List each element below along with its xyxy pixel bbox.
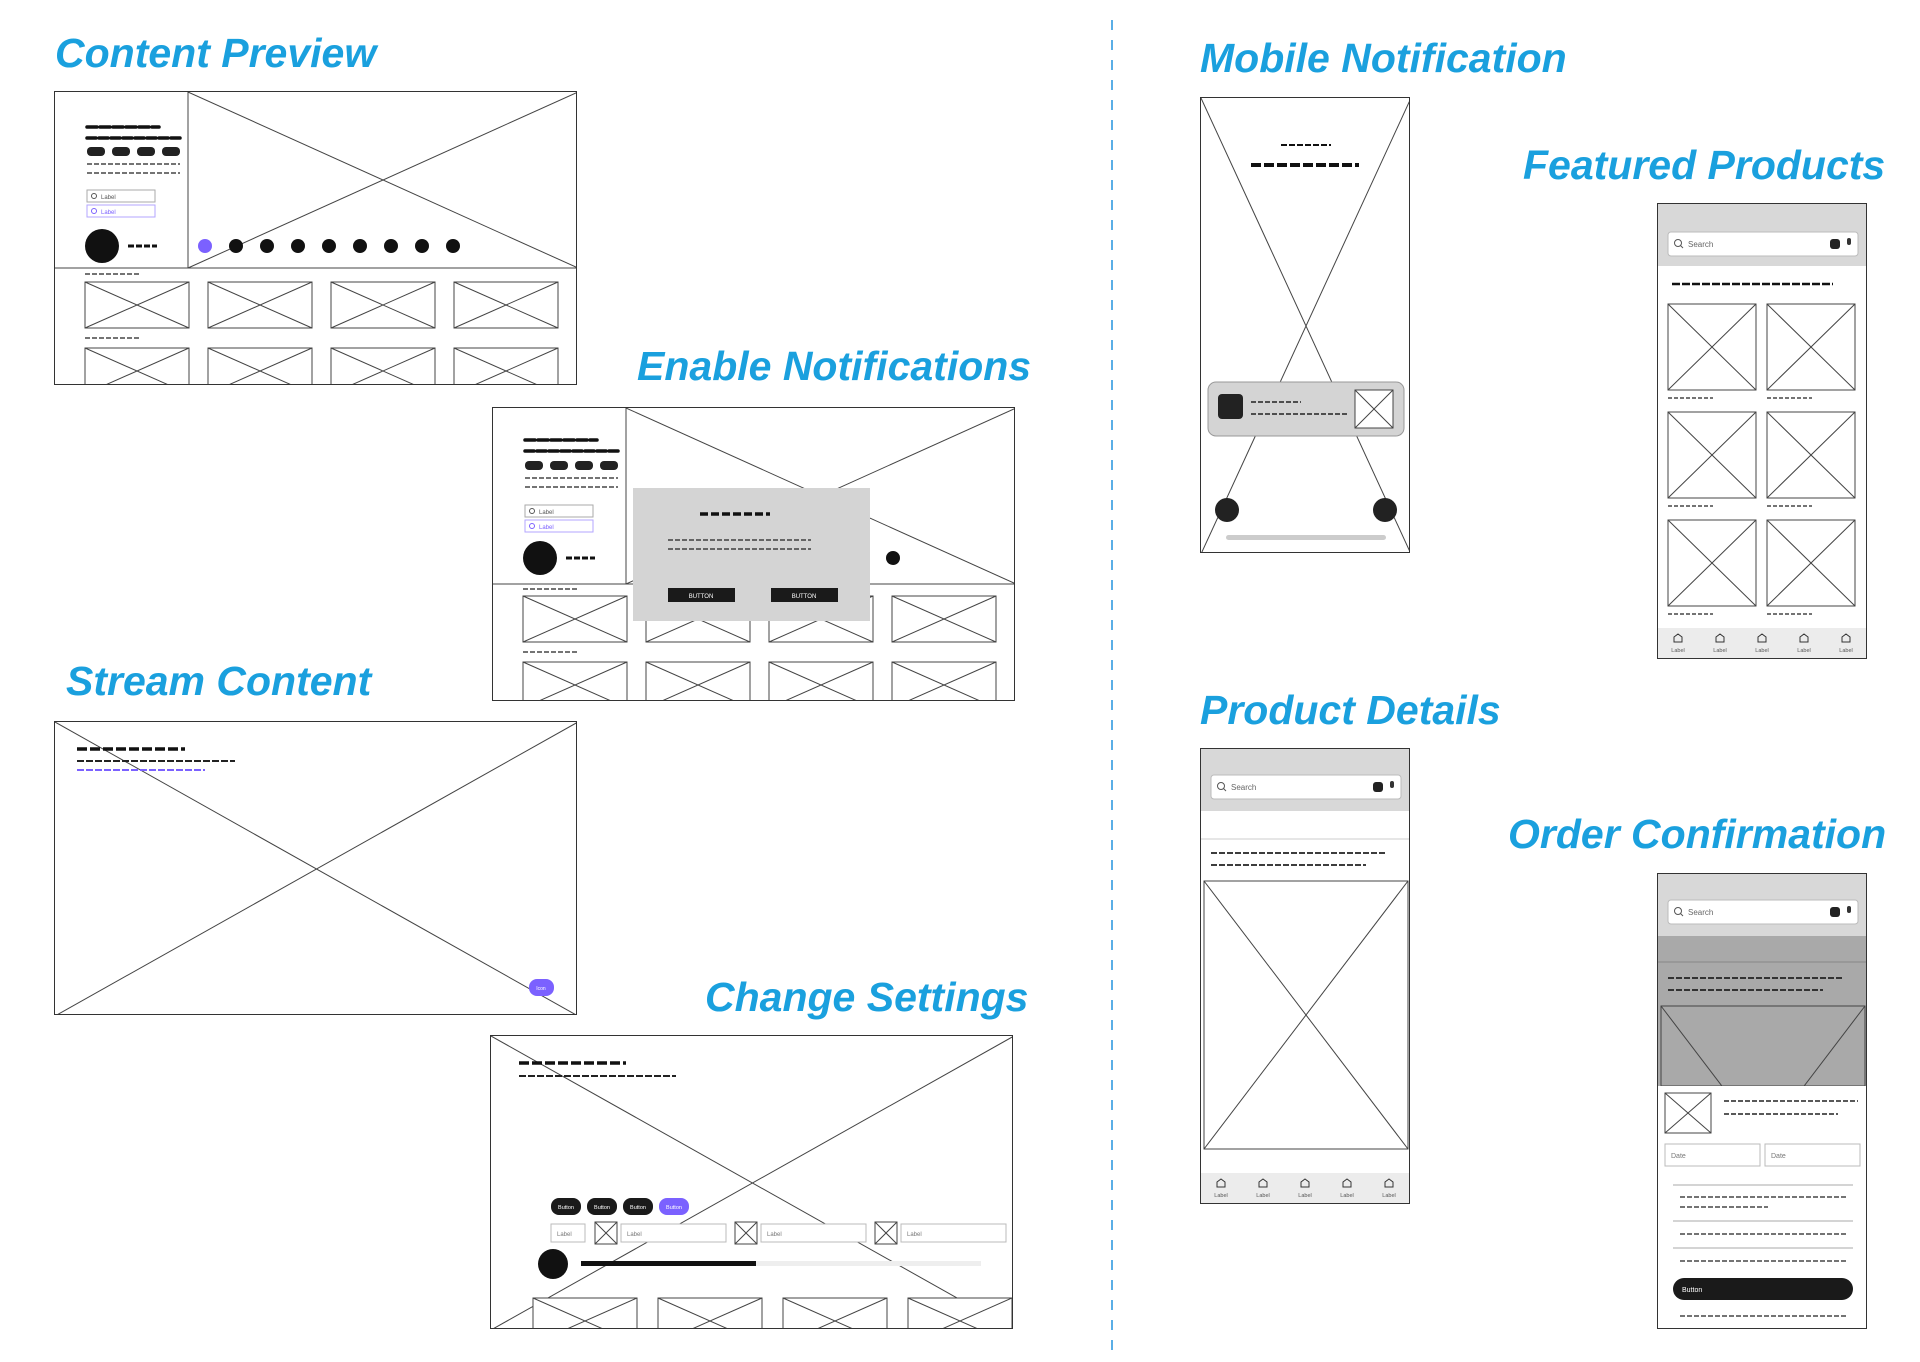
svg-text:Button: Button: [558, 1205, 574, 1211]
wireframe-mobile-notification: [1200, 97, 1410, 553]
title-order-confirmation: Order Confirmation: [1508, 811, 1887, 857]
icon-button[interactable]: [529, 979, 554, 996]
svg-text:Label: Label: [101, 195, 116, 201]
svg-text:Button: Button: [594, 1205, 610, 1211]
title-product-details: Product Details: [1200, 687, 1501, 733]
svg-text:Label: Label: [539, 510, 554, 516]
svg-text:Button: Button: [666, 1205, 682, 1211]
svg-text:Label: Label: [1839, 648, 1852, 654]
svg-text:Label: Label: [1671, 648, 1684, 654]
svg-text:Label: Label: [1797, 648, 1810, 654]
svg-text:Label: Label: [1298, 1193, 1311, 1199]
svg-text:Label: Label: [1340, 1193, 1353, 1199]
search-bar[interactable]: [1667, 899, 1859, 925]
svg-text:Label: Label: [1713, 648, 1726, 654]
title-stream-content: Stream Content: [66, 658, 372, 704]
date-field-start[interactable]: [1664, 1143, 1761, 1167]
wireframe-change-settings: Button Button Button Button Label Label …: [490, 1035, 1013, 1329]
svg-text:Label: Label: [1755, 648, 1768, 654]
svg-text:Label: Label: [557, 1232, 572, 1238]
wireframe-order-confirmation: Search Date Date Button: [1657, 873, 1867, 1329]
title-enable-notifications: Enable Notifications: [637, 343, 1032, 389]
section-divider: [1111, 20, 1113, 1355]
svg-text:Label: Label: [1214, 1193, 1227, 1199]
svg-text:Label: Label: [539, 525, 554, 531]
search-bar[interactable]: [1210, 774, 1402, 800]
wireframe-product-details: Search Label Label Label Label Label: [1200, 748, 1410, 1204]
notification-card[interactable]: [1207, 381, 1405, 437]
wireframe-stream-content: Icon: [54, 721, 577, 1015]
modal-button-left[interactable]: [668, 588, 735, 602]
wireframe-enable-notifications: Label Label BUTTON BU: [492, 407, 1015, 701]
svg-text:Label: Label: [907, 1232, 922, 1238]
title-content-preview: Content Preview: [55, 30, 377, 76]
svg-text:Label: Label: [627, 1232, 642, 1238]
svg-text:BUTTON: BUTTON: [792, 594, 817, 600]
svg-text:Date: Date: [1671, 1153, 1686, 1160]
search-bar[interactable]: [1667, 231, 1859, 257]
notification-modal: BUTTON BUTTON: [633, 488, 870, 621]
date-field-end[interactable]: [1764, 1143, 1861, 1167]
svg-text:BUTTON: BUTTON: [689, 594, 714, 600]
svg-text:Button: Button: [1682, 1287, 1702, 1294]
svg-text:Label: Label: [1382, 1193, 1395, 1199]
svg-text:Button: Button: [630, 1205, 646, 1211]
svg-text:Search: Search: [1231, 783, 1256, 792]
svg-text:Search: Search: [1688, 240, 1713, 249]
settings-button-row: Button Button Button Button: [551, 1198, 689, 1215]
title-change-settings: Change Settings: [705, 974, 1029, 1020]
wireframe-content-preview: Label Label: [54, 91, 577, 385]
wireframe-featured-products: Search Label L: [1657, 203, 1867, 659]
svg-text:Label: Label: [1256, 1193, 1269, 1199]
svg-text:Label: Label: [101, 210, 116, 216]
svg-text:Icon: Icon: [536, 986, 546, 992]
svg-text:Label: Label: [767, 1232, 782, 1238]
modal-button-right[interactable]: [771, 588, 838, 602]
title-featured-products: Featured Products: [1523, 142, 1886, 188]
svg-text:Date: Date: [1771, 1153, 1786, 1160]
svg-text:Search: Search: [1688, 908, 1713, 917]
confirm-button[interactable]: [1673, 1278, 1853, 1300]
title-mobile-notification: Mobile Notification: [1200, 35, 1567, 81]
